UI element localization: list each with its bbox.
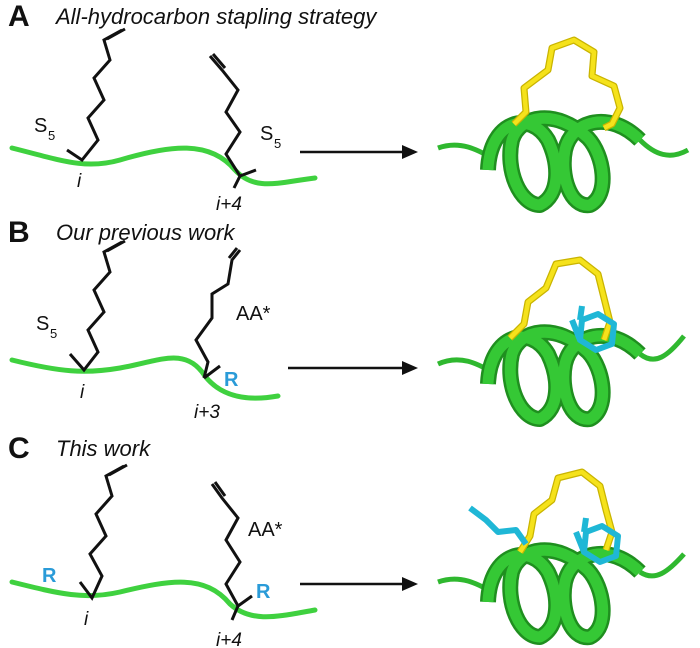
panel-title: All-hydrocarbon stapling strategy (56, 4, 377, 29)
right-r-group-label: R (224, 369, 239, 391)
panel-b: B Our previous work S 5 i AA* i+3 R (0, 216, 700, 432)
helix-structure (436, 324, 686, 428)
left-residue-label: S (36, 313, 49, 335)
left-r-group-chain (468, 505, 529, 546)
arrow-icon (288, 361, 418, 375)
peptide-backbone (9, 579, 318, 620)
left-r-group-label: R (42, 565, 57, 587)
panel-c: C This work R i AA* i+4 R (0, 432, 700, 648)
panel-a: A All-hydrocarbon stapling strategy S 5 … (0, 0, 700, 216)
peptide-backbone (9, 145, 318, 187)
panel-letter: A (8, 0, 30, 33)
left-side-chain (78, 464, 125, 601)
right-position-label: i+4 (216, 194, 242, 215)
right-side-chain (208, 55, 242, 189)
left-position-label: i (80, 382, 85, 403)
left-position-label: i (77, 171, 82, 192)
panel-letter: C (8, 432, 30, 465)
arrow-icon (300, 145, 418, 159)
right-residue-sub: 5 (274, 136, 281, 151)
right-r-group-label: R (256, 581, 271, 603)
r-group-ring (573, 517, 621, 565)
right-residue-label: AA* (248, 519, 283, 541)
peptide-backbone (9, 355, 281, 401)
helix-structure (437, 110, 690, 214)
helix-structure (437, 542, 686, 646)
right-position-label: i+4 (216, 630, 242, 648)
left-residue-sub: 5 (48, 128, 55, 143)
panel-letter: B (8, 216, 30, 249)
right-side-chain (194, 249, 242, 379)
right-position-label: i+3 (194, 402, 220, 423)
panel-title: Our previous work (56, 220, 235, 245)
panel-a-drawing: S 5 i S 5 i+4 (9, 27, 690, 215)
left-side-chain (68, 240, 123, 373)
arrow-icon (300, 577, 418, 591)
left-side-chain (66, 28, 123, 163)
r-group-ring (569, 305, 617, 353)
right-side-chain (210, 483, 242, 621)
left-position-label: i (84, 609, 89, 630)
panel-c-drawing: R i AA* i+4 R (9, 463, 686, 648)
right-residue-label: S (260, 123, 273, 145)
right-residue-label: AA* (236, 303, 271, 325)
left-residue-label: S (34, 115, 47, 137)
panel-b-drawing: S 5 i AA* i+3 R (9, 239, 686, 428)
panel-title: This work (56, 436, 151, 461)
left-residue-sub: 5 (50, 326, 57, 341)
